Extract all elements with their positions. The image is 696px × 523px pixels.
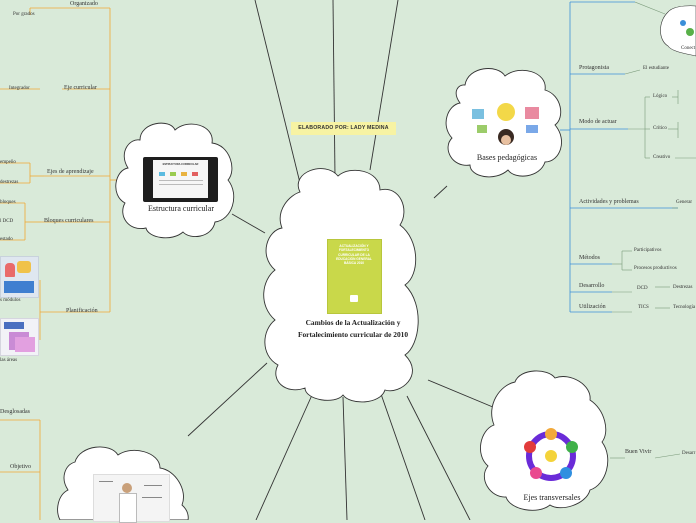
- label-tics: TICS: [638, 305, 649, 310]
- label-critico: Crítico: [653, 126, 667, 131]
- label-bloques-curriculares: Bloques curriculares: [44, 218, 93, 224]
- label-modulos: s módulos: [0, 298, 20, 303]
- curriculum-book-image: ACTUALIZACIÓN Y FORTALECIMIENTO CURRICUL…: [327, 239, 382, 314]
- label-actividades: Actividades y problemas: [579, 199, 639, 205]
- areas-image: [0, 318, 39, 356]
- label-participativos: Participativos: [634, 248, 662, 253]
- label-desglosadas: Desglosadas: [0, 409, 30, 415]
- label-buen-vivir: Buen Vivir: [625, 449, 651, 455]
- label-creativo: Creativo: [653, 155, 670, 160]
- label-objetivo: Objetivo: [10, 464, 31, 470]
- label-destrezas-right: Destrezas: [673, 285, 692, 290]
- label-procesos: Procesos productivos: [634, 266, 677, 271]
- label-bloques-c: estado: [0, 237, 13, 242]
- label-bloques-b: l DCD: [0, 219, 13, 224]
- transversales-image: [519, 425, 584, 487]
- label-el-estudiante: El estudiante: [643, 66, 669, 71]
- bases-title: Bases pedagógicas: [467, 153, 547, 162]
- people-circle-icon: [519, 425, 584, 487]
- label-generar: Generar: [676, 200, 692, 205]
- label-bloques-a: bloques: [0, 200, 16, 205]
- bases-image: [469, 101, 544, 151]
- book-line-5: BÁSICA 2010: [332, 261, 376, 265]
- label-tecnologia: Tecnología: [673, 305, 695, 310]
- author-credit: ELABORADO POR: LADY MEDINA: [291, 122, 396, 135]
- label-protagonista: Protagonista: [579, 65, 609, 71]
- estructura-title: Estructura curricular: [138, 204, 224, 213]
- label-dcd: DCD: [637, 286, 648, 291]
- label-organizado: Organizado: [70, 1, 98, 7]
- center-title: Cambios de la Actualización y Fortalecim…: [292, 317, 414, 341]
- label-ejes-aprendizaje: Ejes de aprendizaje: [47, 169, 94, 175]
- label-conect: Conect: [681, 46, 695, 51]
- label-planificacion: Planificación: [66, 308, 98, 314]
- label-areas: las áreas: [0, 358, 17, 363]
- modulos-image: [0, 256, 39, 298]
- book-emblem-icon: [350, 295, 358, 302]
- label-desempeno: empeño: [0, 160, 16, 165]
- label-destrezas-left: destrezas: [0, 180, 18, 185]
- label-logico: Lógico: [653, 94, 667, 99]
- label-metodos: Métodos: [579, 255, 600, 261]
- estructura-image-caption: ESTRUCTURA CURRICULAR: [153, 163, 208, 166]
- label-integrador: Integrador: [9, 86, 30, 91]
- label-modo-de-actuar: Modo de actuar: [579, 119, 617, 125]
- perfil-image: [93, 474, 170, 522]
- label-por-grados: Por grados: [13, 12, 35, 17]
- label-utilizacion: Utilización: [579, 304, 606, 310]
- conect-image: [678, 18, 696, 40]
- perfil-branches: [0, 420, 40, 520]
- estructura-image: ESTRUCTURA CURRICULAR: [143, 157, 218, 202]
- label-desarr: Desarr: [682, 451, 695, 456]
- transversales-title: Ejes transversales: [512, 493, 592, 502]
- label-desarrollo: Desarrollo: [579, 283, 604, 289]
- label-eje-curricular: Eje curricular: [64, 85, 97, 91]
